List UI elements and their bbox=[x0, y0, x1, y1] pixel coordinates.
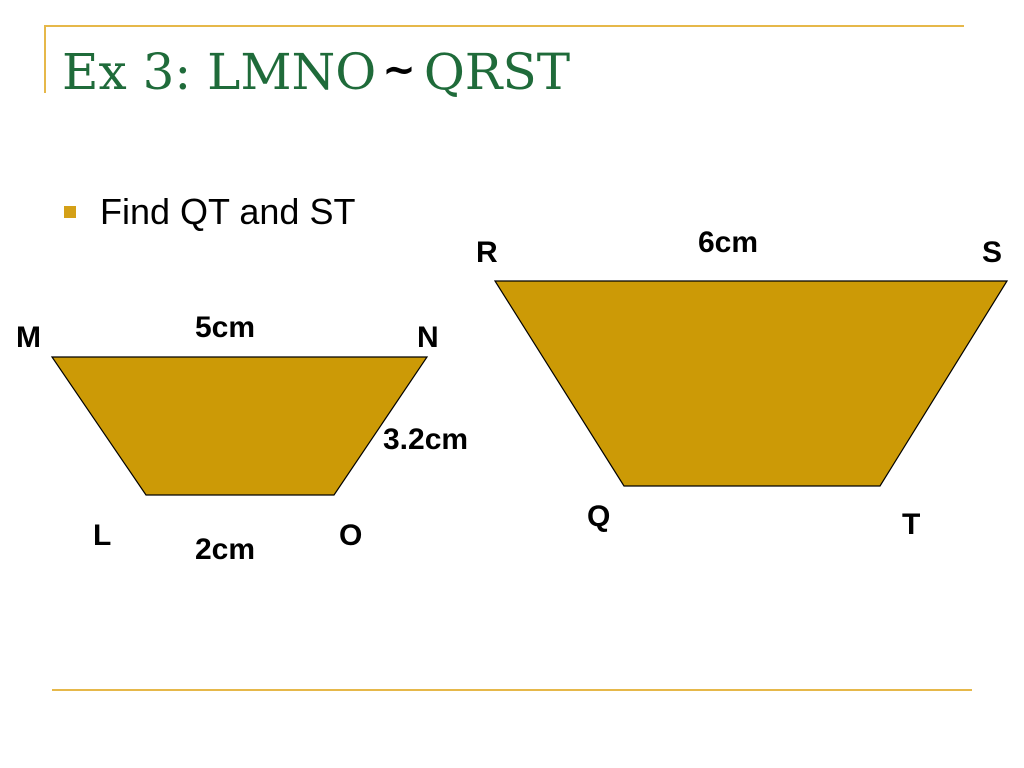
left-accent-rule bbox=[44, 25, 46, 93]
vertex-label-q: Q bbox=[587, 500, 610, 533]
trapezoid-lmno bbox=[50, 356, 429, 496]
measure-lo: 2cm bbox=[195, 533, 255, 566]
vertex-label-m: M bbox=[16, 321, 41, 354]
title-left: Ex 3: LMNO bbox=[62, 43, 377, 101]
vertex-label-t: T bbox=[902, 508, 920, 541]
vertex-label-n: N bbox=[417, 321, 439, 354]
bullet-item: Find QT and ST bbox=[64, 190, 355, 234]
slide-title: Ex 3: LMNO~QRST bbox=[62, 40, 570, 108]
vertex-label-s: S bbox=[982, 236, 1002, 269]
vertex-label-l: L bbox=[93, 519, 111, 552]
trapezoid-qrst bbox=[493, 280, 1009, 487]
title-right: QRST bbox=[423, 43, 571, 101]
bottom-accent-rule bbox=[52, 689, 972, 691]
bullet-text: Find QT and ST bbox=[100, 191, 356, 232]
square-bullet-icon bbox=[64, 206, 76, 218]
vertex-label-o: O bbox=[339, 519, 362, 552]
top-accent-rule bbox=[44, 25, 964, 27]
measure-mn: 5cm bbox=[195, 311, 255, 344]
vertex-label-r: R bbox=[476, 236, 498, 269]
similar-symbol: ~ bbox=[382, 47, 416, 93]
measure-rs: 6cm bbox=[698, 226, 758, 259]
measure-no: 3.2cm bbox=[383, 423, 468, 456]
